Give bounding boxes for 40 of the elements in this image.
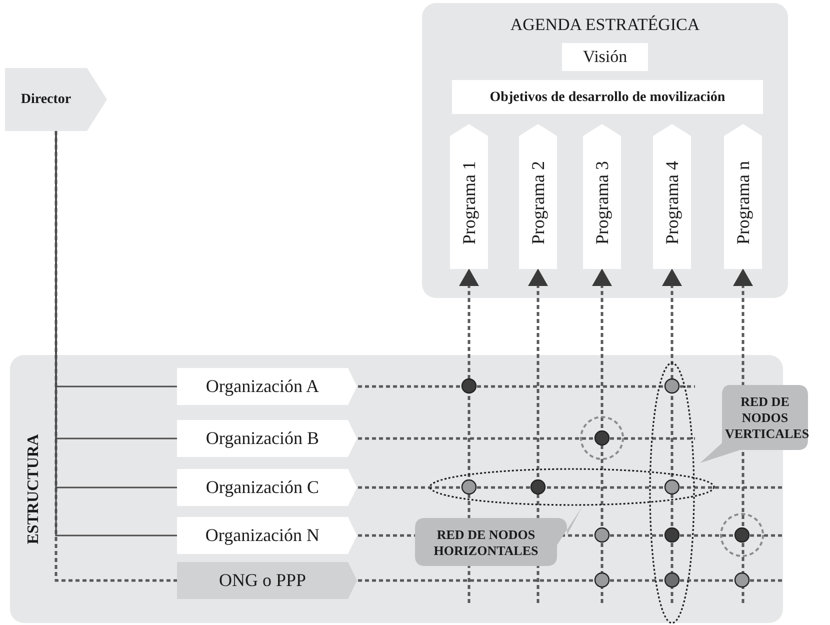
tag-label: Organización A [206, 375, 320, 398]
speech-bubble [415, 505, 582, 567]
program-tag [450, 124, 488, 269]
connector-line [358, 486, 782, 489]
organization-tag [177, 368, 357, 405]
speech-bubble [700, 385, 808, 465]
box-label: Visión [582, 46, 628, 68]
agenda-panel [422, 3, 788, 298]
connector-line [358, 579, 782, 582]
panel-title: ESTRUCTURA [24, 434, 43, 544]
program-label: Programa 3 [590, 160, 613, 244]
arrow [592, 268, 612, 603]
program-label: Programa 2 [526, 160, 549, 244]
callout-text: RED DE NODOS HORIZONTALES [432, 526, 540, 558]
director-tag [5, 68, 107, 131]
tag-label: Director [20, 91, 72, 109]
tag-label: ONG o PPP [218, 569, 306, 592]
tag-label: Organización C [206, 476, 320, 499]
tag-label: Organización N [205, 524, 320, 547]
panel-title: AGENDA ESTRATÉGICA [510, 15, 700, 35]
program-label: Programa n [732, 160, 754, 244]
arrow [662, 268, 682, 603]
program-tag [583, 124, 621, 269]
organization-tag [177, 562, 357, 599]
box-label: Objetivos de desarrollo de movilización [490, 88, 726, 106]
program-label: Programa 4 [660, 160, 683, 244]
program-label: Programa 1 [458, 160, 480, 244]
connector-line [358, 437, 695, 440]
connector-line [358, 385, 695, 388]
text-box [562, 43, 648, 71]
arrow [459, 268, 479, 603]
arrow [528, 268, 548, 603]
program-tag [724, 124, 762, 269]
text-box [452, 80, 763, 114]
organization-tag [177, 420, 357, 457]
organization-tag [177, 517, 357, 554]
tag-label: Organización B [206, 427, 320, 450]
organization-tag [177, 469, 357, 506]
program-tag [519, 124, 557, 269]
program-tag [653, 124, 691, 269]
